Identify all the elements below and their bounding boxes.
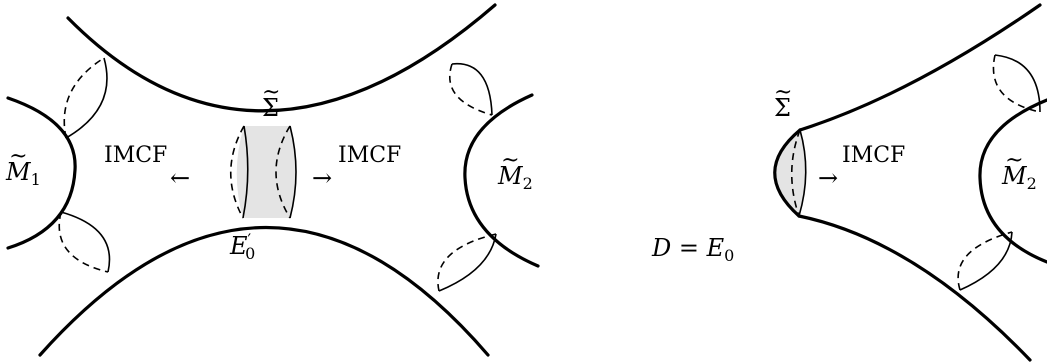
m1-tilde: ~ xyxy=(9,144,28,169)
m2-tilde: ~ xyxy=(501,148,520,173)
e0-prime-label: E′0 xyxy=(230,230,256,263)
right-m2-tilde: ~ xyxy=(1005,148,1024,173)
arrow-right: → xyxy=(312,164,333,192)
disk-d-front xyxy=(798,129,807,217)
arm-ellipse-bottom-right xyxy=(437,233,497,292)
right-m2-end-arc xyxy=(978,98,1047,264)
disk-d-outline xyxy=(773,128,802,218)
imcf-right-label: IMCF xyxy=(338,143,402,168)
right-imcf-label: IMCF xyxy=(842,143,906,168)
right-lower-boundary xyxy=(797,214,1032,362)
right-sigma-tilde: ~ xyxy=(774,80,793,105)
disk-d-shaded xyxy=(775,130,806,216)
sigma-ellipse-back xyxy=(275,125,291,219)
right-panel xyxy=(773,3,1047,362)
right-arrow: → xyxy=(818,164,839,192)
sigma-label: ~Σ xyxy=(262,80,281,122)
m1-end-arc xyxy=(6,96,77,250)
right-sigma-label: ~Σ xyxy=(774,80,793,122)
e0prime-ellipse-front xyxy=(242,125,249,219)
m2-label: ~M2 xyxy=(498,148,533,193)
m2-end-arc xyxy=(463,93,540,268)
right-arm-ellipse-bottom xyxy=(957,231,1013,291)
arm-ellipse-top-left xyxy=(63,57,108,139)
m1-label: ~M1 xyxy=(6,144,41,189)
sigma-tilde: ~ xyxy=(262,80,281,105)
e0prime-ellipse-back xyxy=(230,125,245,219)
arm-ellipse-bottom-left xyxy=(58,211,111,273)
left-panel xyxy=(6,3,540,357)
lower-boundary-curve xyxy=(38,226,490,357)
right-m2-label: ~M2 xyxy=(1002,148,1037,193)
arm-ellipse-top-right xyxy=(448,62,493,116)
arrow-left: ← xyxy=(170,164,191,192)
right-arm-ellipse-top xyxy=(992,54,1041,113)
d-equals-e0-label: D = E0 xyxy=(652,234,735,265)
sigma-ellipse-front xyxy=(289,125,297,219)
imcf-left-label: IMCF xyxy=(104,143,168,168)
disk-d-back xyxy=(790,129,801,217)
upper-boundary-curve xyxy=(66,3,497,113)
right-upper-boundary xyxy=(798,3,1042,132)
neck-shaded-region xyxy=(236,126,296,218)
